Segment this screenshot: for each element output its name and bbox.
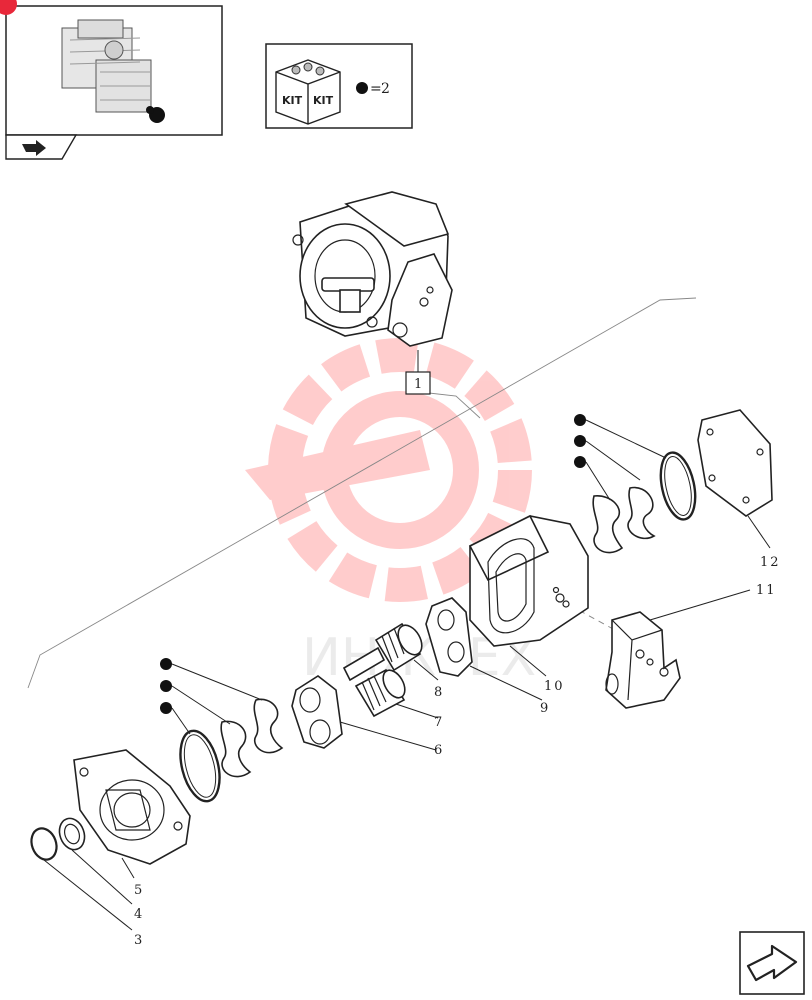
- part-11-valve[interactable]: [605, 611, 681, 709]
- part-5-flange[interactable]: [73, 749, 191, 865]
- back-arrow-button[interactable]: [5, 134, 78, 160]
- part-12-cover[interactable]: [697, 409, 773, 517]
- pump-assembly[interactable]: [292, 191, 453, 347]
- callout-12[interactable]: 12: [760, 555, 781, 570]
- backup-ring-right[interactable]: [627, 486, 656, 540]
- engine-thumbnail-panel[interactable]: [5, 5, 223, 136]
- assembly-axis: [27, 297, 697, 689]
- kit-bullet-r1: [574, 414, 586, 426]
- kit-bullet-r3: [574, 456, 586, 468]
- seal-clip-right[interactable]: [592, 495, 624, 554]
- o-ring-left[interactable]: [174, 727, 226, 806]
- kit-quantity: 2: [381, 81, 390, 97]
- callout-4[interactable]: 4: [134, 907, 144, 922]
- kit-legend: KIT KIT = 2: [265, 43, 413, 129]
- watermark: ИНЖТЕХ: [245, 338, 536, 688]
- o-ring-right[interactable]: [655, 449, 700, 522]
- kit-label-left: KIT: [282, 94, 303, 107]
- seal-clip-left-2[interactable]: [220, 720, 252, 778]
- next-page-button[interactable]: [739, 931, 805, 995]
- part-3-snap-ring[interactable]: [27, 825, 60, 863]
- part-4-shaft-seal[interactable]: [55, 815, 88, 853]
- kit-box-icon: KIT KIT: [275, 59, 341, 125]
- callout-6[interactable]: 6: [434, 743, 444, 758]
- kit-bullet-l2: [160, 680, 172, 692]
- kit-bullet: [356, 82, 368, 94]
- next-page-arrow-icon: [746, 944, 798, 982]
- callout-11[interactable]: 11: [756, 583, 777, 598]
- callout-8[interactable]: 8: [434, 685, 444, 700]
- back-arrow-icon: [22, 140, 46, 156]
- callout-9[interactable]: 9: [540, 701, 550, 716]
- callout-1[interactable]: 1: [414, 377, 424, 392]
- part-10-housing[interactable]: [468, 514, 589, 647]
- part-7-driven-gear[interactable]: [354, 667, 409, 718]
- part-6-bushing-block[interactable]: [291, 675, 343, 749]
- kit-bullet-l1: [160, 658, 172, 670]
- kit-equals: =: [370, 81, 382, 97]
- callout-7[interactable]: 7: [434, 715, 444, 730]
- kit-label-right: KIT: [313, 94, 334, 107]
- kit-bullet-r2: [574, 435, 586, 447]
- part-8-drive-gear[interactable]: [342, 621, 427, 682]
- page-badge: [0, 0, 17, 15]
- seal-clip-left-1[interactable]: [253, 698, 284, 754]
- engine-thumbnail-icon: [61, 19, 165, 123]
- callout-10[interactable]: 10: [544, 679, 565, 694]
- axis-branch: [419, 391, 481, 419]
- callout-3[interactable]: 3: [134, 933, 144, 948]
- callout-5[interactable]: 5: [134, 883, 144, 898]
- kit-bullet-l3: [160, 702, 172, 714]
- part-9-bearing-block[interactable]: [425, 597, 473, 677]
